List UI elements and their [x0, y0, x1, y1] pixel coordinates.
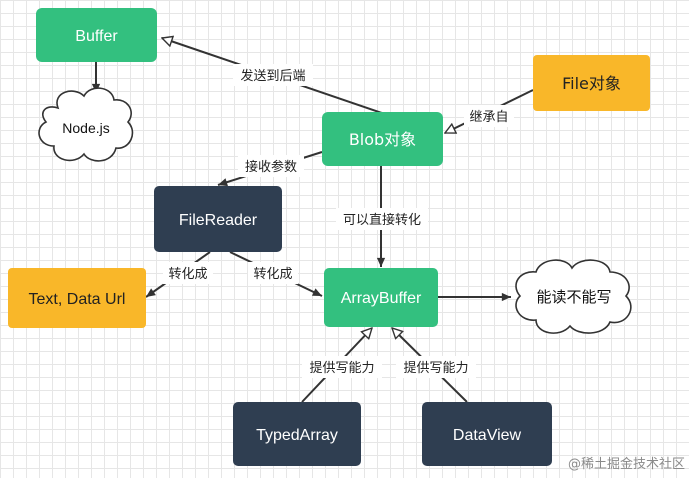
node-filereader-box	[154, 186, 282, 252]
node-arraybuffer-label: ArrayBuffer	[341, 290, 422, 307]
node-buffer: Buffer	[36, 8, 157, 62]
cloud-nodejs: Node.js	[38, 87, 134, 162]
node-filereader: FileReader	[154, 186, 282, 252]
node-typedarray: TypedArray	[233, 402, 361, 466]
node-blob-box	[322, 112, 443, 166]
nodejs-label: Node.js	[62, 120, 109, 136]
edge-label-inherit-from: 继承自	[469, 110, 508, 125]
edge-label-provide-rw-left: 提供写能力	[309, 360, 374, 376]
node-buffer-box	[36, 8, 157, 62]
edge-label-provide-rw-right: 提供写能力	[403, 360, 468, 376]
edge-label-convert-left: 转化成	[168, 267, 207, 282]
node-buffer-label: Buffer	[75, 28, 118, 45]
node-dataview-label: DataView	[453, 427, 522, 444]
cloud-readwrite: 能读不能写	[515, 259, 632, 334]
node-text-data-url-label: Text, Data Url	[29, 291, 126, 308]
node-blob: Blob对象	[322, 112, 443, 166]
watermark-text: @稀土掘金技术社区	[567, 457, 685, 472]
edge-label-convert-right: 转化成	[253, 267, 292, 282]
node-arraybuffer: ArrayBuffer	[324, 268, 438, 327]
node-file-label: File对象	[562, 74, 621, 93]
edge-label-send-to-backend: 发送到后端	[240, 68, 305, 84]
node-arraybuffer-box	[324, 268, 438, 327]
node-dataview-box	[422, 402, 552, 466]
node-filereader-label: FileReader	[179, 212, 258, 229]
edge-label-accept-params: 接收参数	[245, 159, 297, 175]
node-typedarray-box	[233, 402, 361, 466]
node-dataview: DataView	[422, 402, 552, 466]
node-blob-label: Blob对象	[349, 130, 416, 149]
node-typedarray-label: TypedArray	[256, 427, 338, 444]
readwrite-label: 能读不能写	[536, 288, 611, 306]
node-text-data-url: Text, Data Url	[8, 268, 146, 328]
node-file: File对象	[533, 55, 650, 111]
node-file-box	[533, 55, 650, 111]
edge-label-direct-convert: 可以直接转化	[343, 212, 421, 228]
node-text-data-url-box	[8, 268, 146, 328]
